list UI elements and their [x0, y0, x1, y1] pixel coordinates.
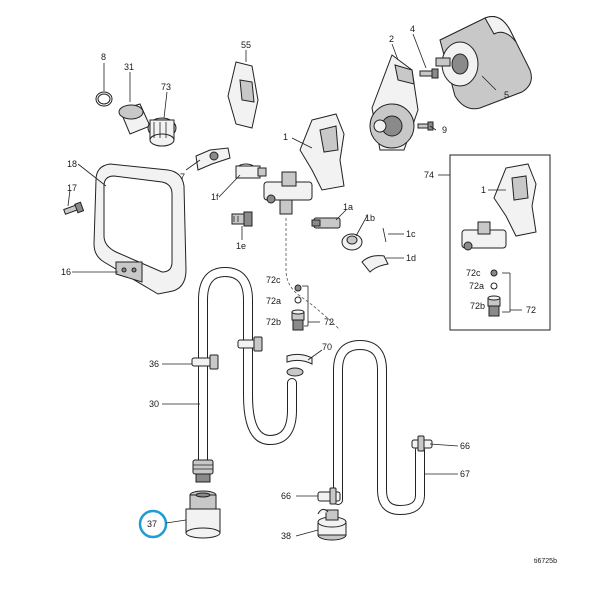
hose-67 — [333, 340, 425, 515]
clip-36b — [237, 336, 263, 352]
inset-fitting-72c — [490, 269, 498, 277]
callout-31: 31 — [124, 62, 134, 72]
callout-7: 7 — [180, 172, 185, 182]
bracket-2 — [369, 54, 419, 151]
fitting-72b — [291, 309, 305, 331]
fitting-1f — [235, 163, 267, 179]
clip-66-right — [411, 435, 433, 452]
callout-72b: 72b — [266, 317, 281, 327]
callout-72c-inset: 72c — [466, 268, 481, 278]
callout-1e: 1e — [236, 241, 246, 251]
callout-5: 5 — [504, 90, 509, 100]
callout-1: 1 — [283, 132, 288, 142]
callout-1f: 1f — [211, 192, 219, 202]
motor-5 — [435, 16, 532, 110]
callout-30: 30 — [149, 399, 159, 409]
screw-17 — [63, 201, 85, 215]
o-ring-72a — [294, 296, 302, 304]
callout-8: 8 — [101, 52, 106, 62]
callout-55: 55 — [241, 40, 251, 50]
fitting-1e — [231, 211, 253, 227]
clip-36 — [191, 354, 219, 370]
clip-66-bottom — [317, 487, 341, 505]
guard-18 — [93, 163, 187, 295]
lever-7 — [195, 147, 231, 171]
cap-1b — [341, 233, 363, 251]
callout-36: 36 — [149, 359, 159, 369]
callout-70: 70 — [322, 342, 332, 352]
callout-18: 18 — [67, 159, 77, 169]
leader-lines — [67, 33, 522, 537]
callout-16: 16 — [61, 267, 71, 277]
screw-9 — [417, 121, 434, 131]
pin-1c — [382, 227, 387, 243]
callout-2: 2 — [389, 34, 394, 44]
cartridge-73 — [147, 117, 177, 147]
callout-1d: 1d — [406, 253, 416, 263]
callout-72-inset: 72 — [526, 305, 536, 315]
callout-labels: 8 31 73 55 2 4 5 9 1 7 1f 18 17 16 1e 1a… — [61, 24, 557, 565]
callout-1a: 1a — [343, 202, 353, 212]
highlight-circle-37 — [138, 509, 168, 539]
callout-73: 73 — [161, 82, 171, 92]
fitting-38 — [317, 508, 347, 541]
callout-1c: 1c — [406, 229, 416, 239]
callout-4: 4 — [410, 24, 415, 34]
sleeve-31 — [118, 103, 151, 135]
callout-72a-inset: 72a — [469, 281, 484, 291]
hose-clamp-70 — [286, 353, 313, 377]
hose-end-fitting — [192, 459, 214, 483]
callout-37: 37 — [147, 519, 157, 529]
inset-fitting-72b — [487, 295, 501, 317]
callout-66-bottom: 66 — [281, 491, 291, 501]
screw-4 — [419, 68, 439, 79]
pump-bracket-1 — [263, 113, 345, 215]
callout-1-inset: 1 — [481, 185, 486, 195]
ring-8 — [95, 91, 113, 107]
inset-o-ring-72a — [490, 282, 498, 290]
callout-9: 9 — [442, 125, 447, 135]
callout-1b: 1b — [365, 213, 375, 223]
callout-66-right: 66 — [460, 441, 470, 451]
assembly-path-dashed — [285, 218, 341, 331]
callout-74: 74 — [424, 170, 434, 180]
coupler-37 — [185, 490, 221, 539]
callout-38: 38 — [281, 531, 291, 541]
handle-1d — [361, 255, 389, 273]
callout-17: 17 — [67, 183, 77, 193]
fitting-72c — [294, 284, 302, 292]
callout-72: 72 — [324, 317, 334, 327]
clip-55 — [227, 61, 259, 129]
drawing-number: ti6725b — [534, 558, 557, 565]
callout-72b-inset: 72b — [470, 301, 485, 311]
callout-72c: 72c — [266, 275, 281, 285]
inset-pump-bracket — [461, 163, 537, 251]
callout-72a: 72a — [266, 296, 281, 306]
valve-1a — [311, 217, 341, 229]
callout-67: 67 — [460, 469, 470, 479]
